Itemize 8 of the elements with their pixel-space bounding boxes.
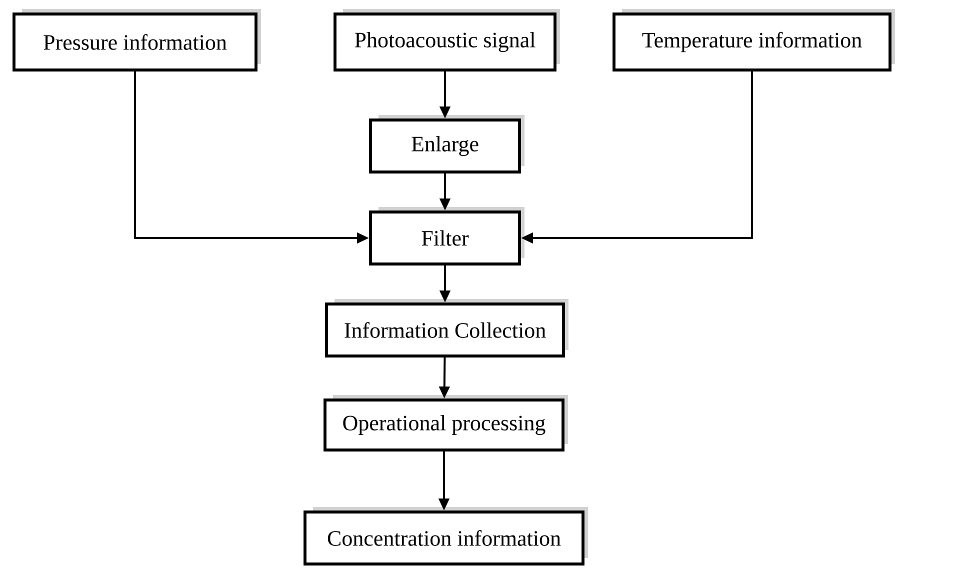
process-box: Operational processing [324,395,568,452]
process-box: Filter [369,207,524,266]
process-box: Pressure information [12,9,261,72]
process-box: Information Collection [325,299,568,358]
process-box: Enlarge [369,115,524,174]
process-box: Temperature information [612,9,895,72]
process-box: Concentration information [304,507,588,566]
process-box: Photoacoustic signal [334,9,560,72]
